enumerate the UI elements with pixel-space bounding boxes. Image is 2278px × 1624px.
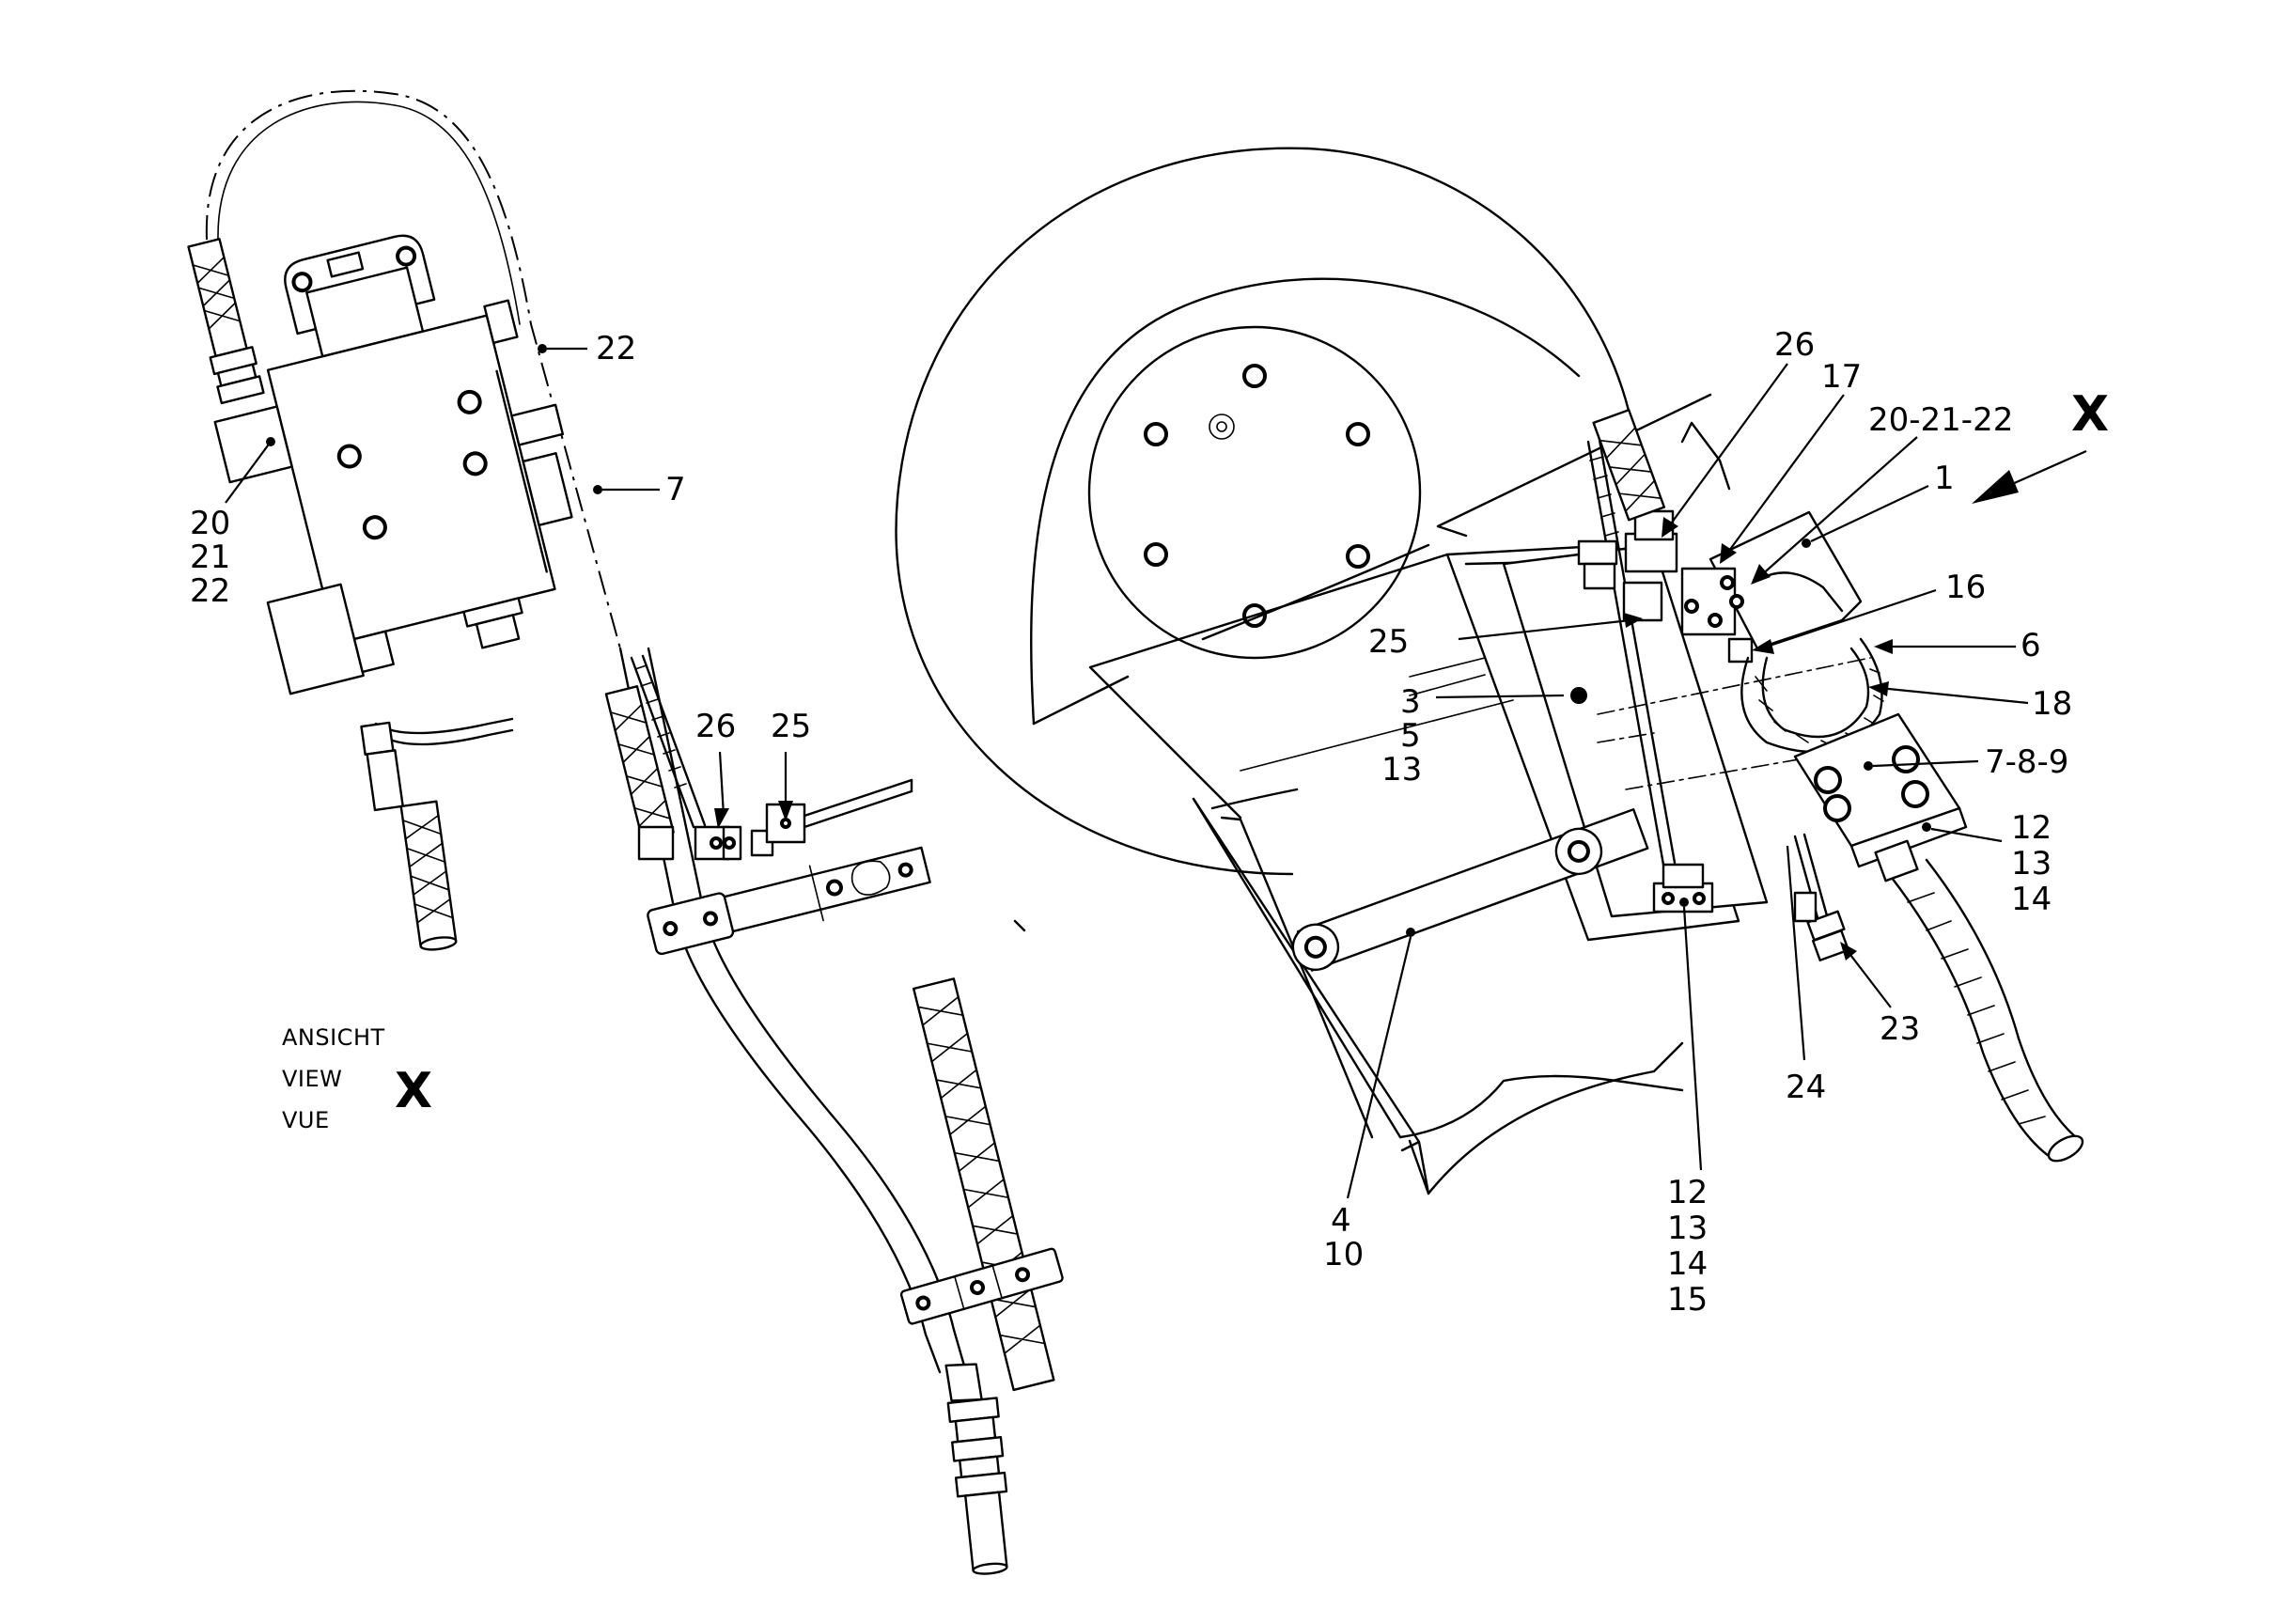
right-view: [895, 147, 2087, 1199]
left-bottom-fittings: [944, 1363, 1008, 1575]
right-callout-26: 26: [1774, 326, 1815, 364]
right-lower-hose: [1874, 839, 2084, 1163]
long-bar: [1291, 808, 1649, 972]
top-bracket: [1680, 421, 1731, 491]
left-bracket: [647, 846, 931, 956]
hub-disc: [1087, 325, 1422, 660]
arm-frame: [1192, 393, 1712, 1195]
left-lower-hose: [360, 721, 458, 951]
caption-view: VIEW: [282, 1066, 342, 1092]
left-leaders: [225, 344, 793, 829]
left-main-block: [213, 234, 573, 695]
right-callout-5: 5: [1400, 717, 1421, 755]
right-callout-14a: 14: [2011, 881, 2052, 918]
left-cable-loop: [205, 89, 621, 649]
right-callout-14b: 14: [1667, 1245, 1708, 1283]
left-cable-loop-2: [217, 101, 521, 325]
valve-block-789: [1793, 712, 1968, 868]
left-small-tube: [374, 717, 514, 746]
drum-inner-arc: [1030, 277, 1581, 726]
right-callout-13: 13: [1381, 751, 1422, 789]
caption-ansicht: ANSICHT: [282, 1024, 385, 1051]
right-callout-3: 3: [1400, 683, 1421, 721]
left-callout-20: 20: [190, 505, 230, 542]
right-callout-12b: 12: [1667, 1174, 1708, 1211]
left-callout-25: 25: [771, 708, 811, 745]
right-leaders: [1346, 363, 2029, 1199]
right-callout-13b: 13: [1667, 1210, 1708, 1247]
lower-body-outline: [1398, 1074, 1684, 1139]
fitting-23-24: [1793, 833, 1849, 962]
drum-outer-arc: [895, 147, 1637, 876]
valve-block-1: [1622, 510, 1863, 664]
left-callout-22: 22: [596, 330, 636, 367]
caption-vue: VUE: [282, 1107, 330, 1133]
right-callout-16: 16: [1945, 569, 1986, 606]
right-callout-23: 23: [1880, 1010, 1920, 1048]
right-callout-13a: 13: [2011, 845, 2052, 882]
left-view: [187, 89, 1064, 1575]
right-callout-6: 6: [2021, 627, 2041, 664]
right-callout-12a: 12: [2011, 809, 2052, 847]
left-top-hose: [187, 238, 265, 405]
right-callout-7-8-9: 7-8-9: [1985, 743, 2068, 781]
left-callout-26: 26: [695, 708, 736, 745]
bottom-bolt-block: [1652, 863, 1714, 914]
right-callout-1: 1: [1934, 460, 1955, 497]
right-upper-hose: [1592, 409, 1666, 522]
right-callout-24: 24: [1786, 1069, 1826, 1106]
left-right-hose: [912, 977, 1055, 1392]
left-callout-21: 21: [190, 539, 230, 576]
left-callout-7: 7: [665, 471, 686, 508]
left-long-pipe: [618, 647, 942, 1374]
view-marker-x: X: [2071, 386, 2109, 443]
left-lower-clamp: [899, 1247, 1064, 1325]
left-callout-22b: 22: [190, 572, 230, 610]
right-callout-17: 17: [1821, 358, 1862, 396]
left-fittings: [637, 778, 913, 861]
view-x-arrow: [1972, 449, 2087, 504]
caption-letter-x: X: [395, 1063, 432, 1119]
right-callout-15: 15: [1667, 1281, 1708, 1319]
right-callout-10: 10: [1323, 1236, 1364, 1273]
right-callout-4: 4: [1331, 1202, 1351, 1240]
center-rod: [1577, 438, 1678, 867]
right-callout-18: 18: [2032, 685, 2072, 723]
right-callout-25: 25: [1368, 623, 1409, 661]
right-callout-20-21-22: 20-21-22: [1868, 401, 2013, 439]
